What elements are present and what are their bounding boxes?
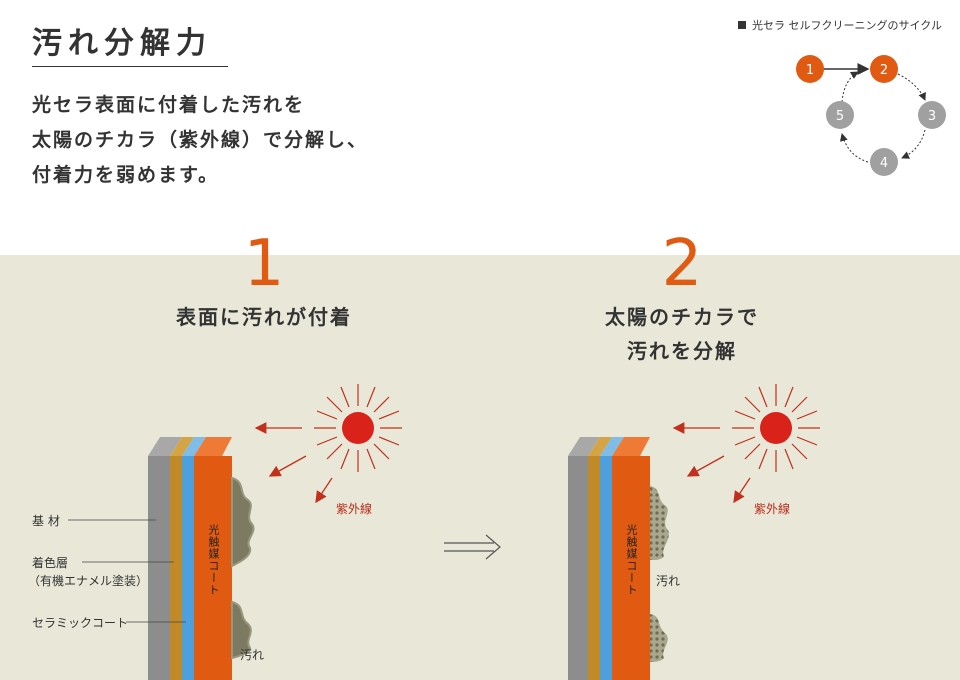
layer-stack-1 (148, 437, 232, 680)
ceramic-label: セラミックコート (32, 616, 129, 630)
photocatalyst-label: 光触媒コート (207, 524, 220, 596)
layer-stack-2 (568, 437, 650, 680)
double-arrow-right-icon (444, 534, 501, 560)
step-number: 2 (661, 227, 703, 301)
description-line: 光セラ表面に付着した汚れを (32, 94, 306, 116)
title-underline (32, 66, 228, 67)
color-layer-note: （有機エナメル塗装） (28, 574, 149, 588)
photocatalyst-layer (194, 456, 232, 680)
page-title: 汚れ分解力 (32, 26, 212, 61)
uv-label: 紫外線 (754, 502, 791, 516)
cycle-node-1 (796, 55, 824, 83)
cycle-node-label: 2 (880, 63, 888, 78)
uv-arrow (733, 477, 751, 504)
uv-arrow (268, 455, 307, 477)
base-layer (568, 456, 588, 680)
color-layer-label: 着色層 (32, 556, 69, 570)
cycle-diagram: 1 2 3 4 5 (796, 55, 946, 176)
cycle-heading-text: 光セラ セルフクリーニングのサイクル (752, 19, 942, 32)
dirt-label: 汚れ (240, 648, 265, 662)
step-number: 1 (243, 227, 285, 301)
cycle-node-5 (826, 101, 854, 129)
description: 光セラ表面に付着した汚れを 太陽のチカラ（紫外線）で分解し、 付着力を弱めます。 (32, 88, 492, 193)
uv-arrow (686, 455, 725, 477)
cycle-arrow (841, 71, 859, 103)
square-bullet-icon (738, 21, 746, 29)
step-caption: 太陽のチカラで 汚れを分解 (572, 300, 792, 368)
ceramic-layer (600, 456, 612, 680)
photocatalyst-label: 光触媒コート (625, 524, 638, 596)
photocatalyst-layer (612, 456, 650, 680)
sun-icon (314, 384, 402, 472)
uv-label: 紫外線 (336, 502, 373, 516)
cycle-node-2 (870, 55, 898, 83)
cycle-node-label: 1 (806, 63, 814, 78)
decomposing-dirt (650, 486, 669, 560)
description-line: 付着力を弱めます。 (32, 164, 220, 186)
description-line: 太陽のチカラ（紫外線）で分解し、 (32, 129, 369, 151)
color-layer (170, 456, 182, 680)
cycle-node-label: 3 (928, 109, 936, 124)
decomposing-dirt (650, 614, 668, 662)
color-layer (588, 456, 600, 680)
uv-arrow (315, 477, 333, 504)
ceramic-layer (182, 456, 194, 680)
dirt-label: 汚れ (656, 574, 681, 588)
step-caption-line: 汚れを分解 (627, 339, 737, 363)
base-label: 基 材 (32, 514, 60, 528)
sun-icon (732, 384, 820, 472)
dirt-blob (231, 476, 255, 568)
cycle-node-label: 5 (836, 109, 844, 124)
cycle-arrow (839, 133, 869, 163)
cycle-heading: 光セラ セルフクリーニングのサイクル (738, 17, 942, 33)
cycle-arrow (897, 73, 926, 101)
cycle-node-4 (870, 148, 898, 176)
base-layer (148, 456, 170, 680)
step-caption-line: 太陽のチカラで (605, 305, 759, 329)
dirt-blob (231, 600, 252, 660)
step-caption: 表面に汚れが付着 (176, 305, 352, 329)
cycle-node-label: 4 (880, 156, 888, 171)
cycle-node-3 (918, 101, 946, 129)
